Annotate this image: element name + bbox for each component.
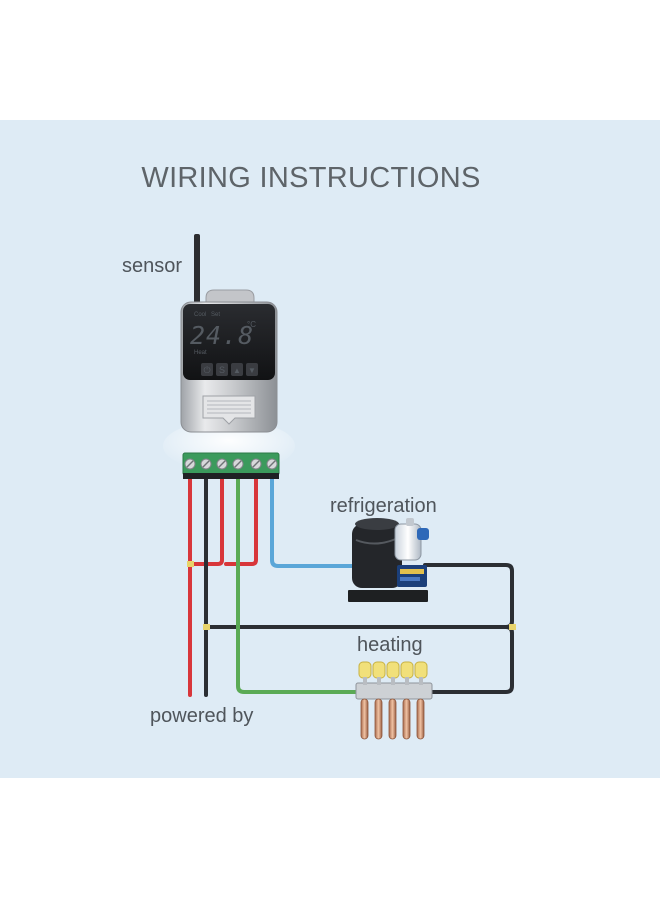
powered-by-label: powered by [150,705,253,727]
sensor-label: sensor [122,255,182,277]
up-button[interactable]: ▲ [231,363,243,376]
indicator-set: Set [211,312,220,318]
set-button[interactable]: S [216,363,228,376]
heating-element [355,661,433,740]
indicator-heat: Heat [194,350,207,356]
wire-green-heating [236,472,358,694]
refrigeration-label: refrigeration [330,495,437,517]
svg-text:⏻: ⏻ [203,365,210,375]
vent-grille [202,395,256,425]
refrigeration-compressor [348,518,429,602]
wire-red-common [224,472,258,566]
indicator-cool: Cool [194,312,206,318]
diagram-title: WIRING INSTRUCTIONS [141,162,480,194]
down-button[interactable]: ▼ [246,363,258,376]
diagram-background [0,120,660,778]
svg-text:S: S [219,365,225,375]
svg-text:▼: ▼ [248,366,256,375]
sensor-probe [194,234,200,306]
heating-label: heating [357,634,423,656]
lcd-temperature-readout: 24.8 [190,321,254,350]
terminal-block [182,452,280,479]
power-button[interactable]: ⏻ [201,363,213,376]
wires [187,472,516,697]
wire-black-heating-return [430,625,514,694]
controller-face [183,304,275,380]
svg-text:▲: ▲ [233,366,241,375]
temperature-controller: Cool Set 24.8 °C Heat ⏻ S ▲ ▼ [180,289,278,433]
lcd-unit: °C [247,320,256,329]
wire-blue-refrigeration [270,472,354,568]
